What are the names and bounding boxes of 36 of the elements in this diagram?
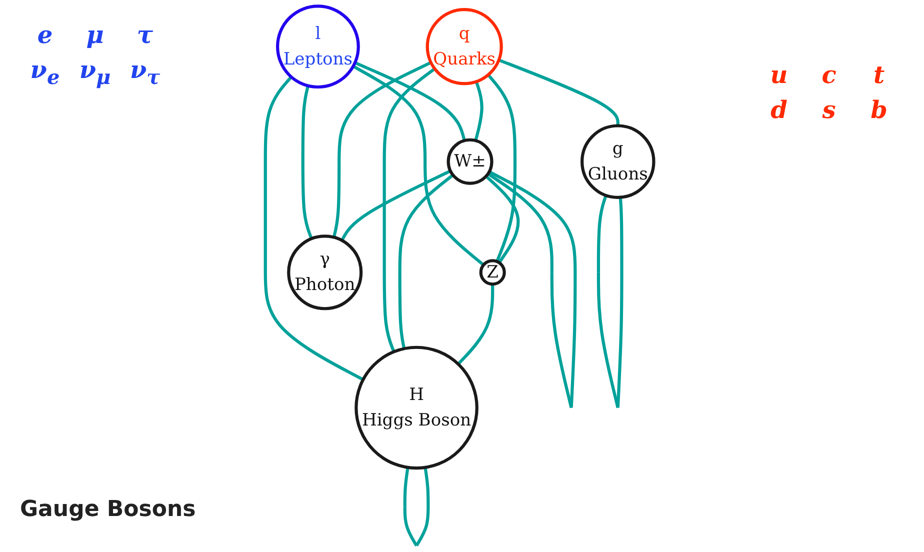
self-loop-line xyxy=(404,467,430,546)
connector-line xyxy=(264,76,364,381)
particle-symbol: ν$_{τ}$ xyxy=(128,55,162,89)
connector-line xyxy=(398,174,454,349)
connector-line xyxy=(341,170,452,242)
particle-symbol: μ xyxy=(85,20,105,49)
connector-line xyxy=(488,74,517,262)
particle-symbol: b xyxy=(870,95,888,124)
node-circle: H Higgs Boson xyxy=(355,346,479,470)
connector-line xyxy=(354,61,466,141)
connector-line xyxy=(332,61,432,238)
node-circle: W± xyxy=(447,138,494,185)
node-circle: γ Photon xyxy=(288,234,364,310)
connector-line xyxy=(352,64,485,266)
connector-line xyxy=(474,81,484,141)
particle-symbol: ν$_{e}$ xyxy=(29,55,61,89)
self-loop-line xyxy=(597,194,624,408)
particle-symbol: s xyxy=(821,95,837,124)
self-loop-line xyxy=(488,170,578,408)
particle-symbol: e xyxy=(36,20,54,49)
particle-symbol: u xyxy=(769,60,789,89)
particle-symbol: t xyxy=(872,60,886,89)
node-circle: q Quarks xyxy=(426,8,504,86)
connector-line xyxy=(485,175,520,264)
group-label: Gauge Bosons xyxy=(20,497,196,522)
node-circle: g Gluons xyxy=(580,124,656,199)
connector-line xyxy=(383,68,436,352)
node-circle: l Leptons xyxy=(276,4,360,89)
node-circle: Z xyxy=(480,259,506,286)
particle-symbol: d xyxy=(770,95,788,124)
particle-symbol: ν$_{μ}$ xyxy=(78,55,112,89)
connector-line xyxy=(498,58,620,126)
particle-symbol: τ xyxy=(136,20,154,49)
connector-line xyxy=(302,85,314,240)
connector-line xyxy=(458,284,495,366)
particle-symbol: c xyxy=(820,60,838,89)
